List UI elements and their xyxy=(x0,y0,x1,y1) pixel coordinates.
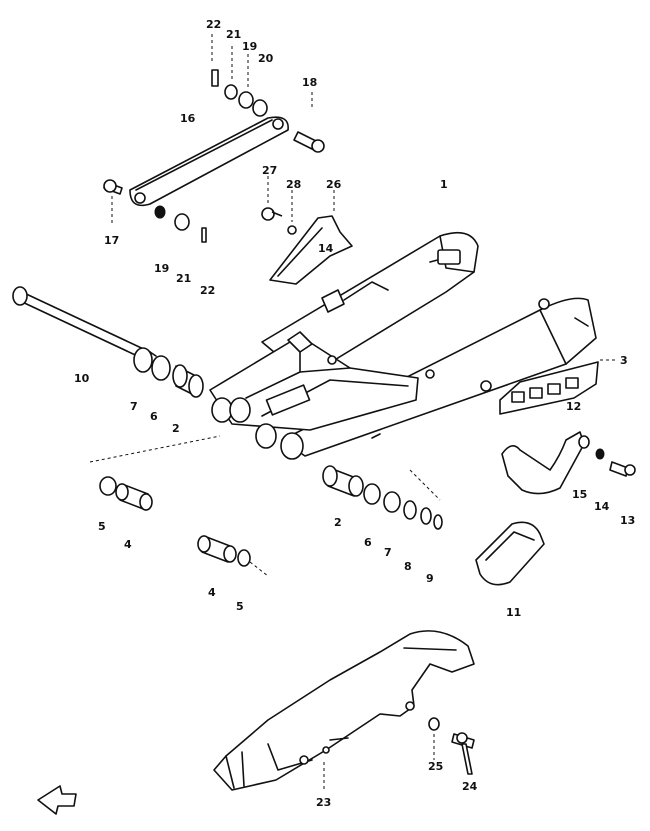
callout-3: 3 xyxy=(620,354,628,367)
callout-13: 13 xyxy=(620,514,635,527)
callout-7-right: 7 xyxy=(384,546,392,559)
chain-slider-pad xyxy=(475,521,545,586)
callout-10: 10 xyxy=(74,372,90,385)
callout-25: 25 xyxy=(428,760,443,773)
callout-7-left: 7 xyxy=(130,400,138,413)
callout-8: 8 xyxy=(404,560,412,573)
callout-22-bottom: 22 xyxy=(200,284,215,297)
callout-11: 11 xyxy=(506,606,521,619)
callout-21-top: 21 xyxy=(226,28,241,41)
chain-case xyxy=(213,630,475,791)
callout-19-top: 19 xyxy=(242,40,257,53)
bearing-set-left xyxy=(99,476,153,511)
callout-5-middle: 5 xyxy=(236,600,244,613)
callout-2-left: 2 xyxy=(172,422,180,435)
callout-17: 17 xyxy=(104,234,119,247)
callout-6-right: 6 xyxy=(364,536,372,549)
callout-9: 9 xyxy=(426,572,434,585)
bearing-set-middle xyxy=(197,535,269,577)
link-fasteners-top xyxy=(211,34,325,153)
front-arrow-icon xyxy=(37,785,77,815)
callout-19-bottom: 19 xyxy=(154,262,169,275)
torque-link xyxy=(129,116,289,207)
callout-5-left: 5 xyxy=(98,520,106,533)
right-pivot-bushings xyxy=(322,465,443,530)
callout-20: 20 xyxy=(258,52,274,65)
callout-24: 24 xyxy=(462,780,478,793)
bracket-mark: 14 xyxy=(318,242,334,255)
callout-14: 14 xyxy=(594,500,610,513)
callout-18: 18 xyxy=(302,76,317,89)
callout-labels: 1 2 2 3 4 4 5 5 6 6 7 7 8 9 10 11 12 13 … xyxy=(74,18,635,809)
callout-6-left: 6 xyxy=(150,410,158,423)
callout-4-middle: 4 xyxy=(208,586,216,599)
swing-arm xyxy=(209,231,597,460)
callout-16: 16 xyxy=(180,112,196,125)
link-fasteners-bottom xyxy=(103,179,207,243)
callout-26: 26 xyxy=(326,178,342,191)
callout-23: 23 xyxy=(316,796,331,809)
callout-28: 28 xyxy=(286,178,301,191)
callout-21-bottom: 21 xyxy=(176,272,191,285)
callout-12: 12 xyxy=(566,400,581,413)
callout-22-top: 22 xyxy=(206,18,221,31)
case-fasteners xyxy=(428,717,475,775)
chain-guide-bracket: 14 xyxy=(261,176,353,285)
callout-15: 15 xyxy=(572,488,587,501)
callout-27: 27 xyxy=(262,164,277,177)
callout-4-left: 4 xyxy=(124,538,132,551)
chain-adjuster-plate xyxy=(499,359,618,415)
chain-tensioner xyxy=(501,431,636,495)
callout-2-right: 2 xyxy=(334,516,342,529)
left-pivot-bushings xyxy=(89,347,221,463)
callout-1: 1 xyxy=(440,178,448,191)
pivot-shaft xyxy=(12,286,157,361)
